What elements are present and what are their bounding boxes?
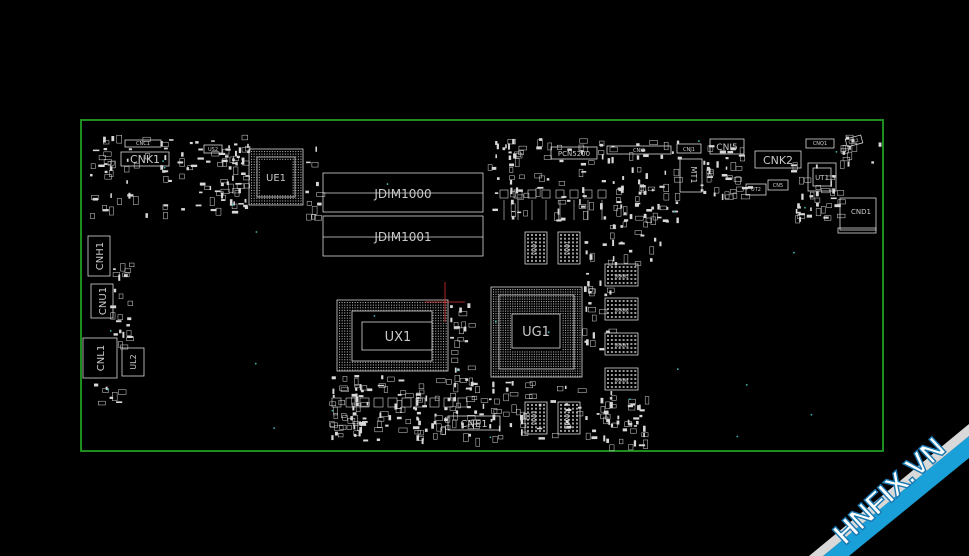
vram-label: VRAM5	[614, 274, 629, 279]
label-mt1: MT1	[689, 167, 698, 184]
cpu-ux1[interactable]	[336, 299, 449, 372]
part-ut2[interactable]	[745, 183, 767, 196]
chip-ut1[interactable]	[807, 162, 837, 192]
label-cni2: CNI2	[633, 148, 645, 154]
dimm-jdim1001[interactable]	[322, 215, 484, 257]
label-cnu1: CNU1	[98, 287, 109, 315]
connector-cnk1[interactable]	[120, 151, 170, 167]
vram-chip-right[interactable]: VRAM5	[604, 263, 639, 287]
label-jdim1000: JDIM1000	[373, 187, 431, 201]
board-outline	[80, 119, 884, 452]
gpu-ug1[interactable]	[490, 286, 583, 378]
label-jdim1001: JDIM1001	[373, 230, 431, 244]
vram-label: VRAM2	[532, 241, 537, 256]
crosshair-cursor	[425, 282, 465, 322]
vram-chip-right[interactable]: VRAM4	[604, 367, 639, 391]
label-cnh1: CNH1	[95, 242, 106, 270]
chip-us1[interactable]	[248, 148, 304, 206]
part-cn5[interactable]	[767, 179, 789, 191]
part-mt1[interactable]	[679, 158, 703, 193]
connector-pcn5200[interactable]	[550, 146, 598, 160]
vram-label: VRAM7	[565, 411, 570, 426]
connector-cnq1[interactable]	[805, 138, 835, 149]
label-us2: US2	[208, 147, 218, 153]
label-pcn5200: PCN5200	[558, 150, 590, 158]
vram-chip-left[interactable]: VRAM7	[557, 401, 581, 435]
label-cnd1: CND1	[851, 208, 871, 216]
label-cn5: CN5	[773, 183, 783, 189]
connector-cnu1[interactable]	[90, 283, 114, 319]
vram-label: VRAM4	[614, 378, 629, 383]
label-ut1: UT1	[815, 174, 829, 182]
label-cnk2: CNK2	[763, 154, 793, 167]
label-cne1: CNE1	[460, 419, 487, 430]
vram-label: VRAM6	[614, 308, 629, 313]
vram-chip-right[interactable]: VRAM6	[604, 297, 639, 321]
label-cnj1: CNJ1	[683, 147, 695, 153]
vram-chip-right[interactable]: VRAM3	[604, 332, 639, 356]
label-cn2: CN2	[848, 138, 860, 146]
connector-cnj1[interactable]	[676, 143, 702, 154]
vram-chip-left[interactable]: VRAM2	[524, 231, 548, 265]
label-ux1: UX1	[385, 330, 412, 345]
chip-ul2[interactable]	[121, 347, 145, 377]
vram-label: VRAM8	[532, 411, 537, 426]
label-cnq1: CNQ1	[813, 141, 827, 147]
watermark-text: HNFIX.VN	[827, 431, 952, 551]
label-ue1: UE1	[266, 173, 286, 184]
label-cnc1: CNC1	[136, 141, 150, 147]
watermark: HNFIX.VN	[779, 396, 969, 556]
smd-components	[90, 134, 882, 452]
vram-chip-left[interactable]: VRAM8	[524, 401, 548, 435]
label-cnk1: CNK1	[130, 153, 160, 166]
label-cni5: CNI5	[716, 143, 737, 153]
label-ug1: UG1	[522, 325, 550, 340]
connector-cnk2[interactable]	[754, 150, 802, 169]
connector-cnh1[interactable]	[87, 235, 111, 277]
connector-cne1[interactable]	[447, 415, 501, 431]
vram-label: VRAM1	[565, 241, 570, 256]
vram-label: VRAM3	[614, 343, 629, 348]
label-ul2: UL2	[129, 354, 138, 369]
label-cnl1: CNL1	[96, 345, 107, 371]
vram-chip-left[interactable]: VRAM1	[557, 231, 581, 265]
part-us2[interactable]	[203, 144, 223, 154]
hnfix-logo-icon	[809, 424, 969, 556]
label-ut2: UT2	[751, 187, 761, 193]
connector-cnl1[interactable]	[82, 337, 118, 379]
